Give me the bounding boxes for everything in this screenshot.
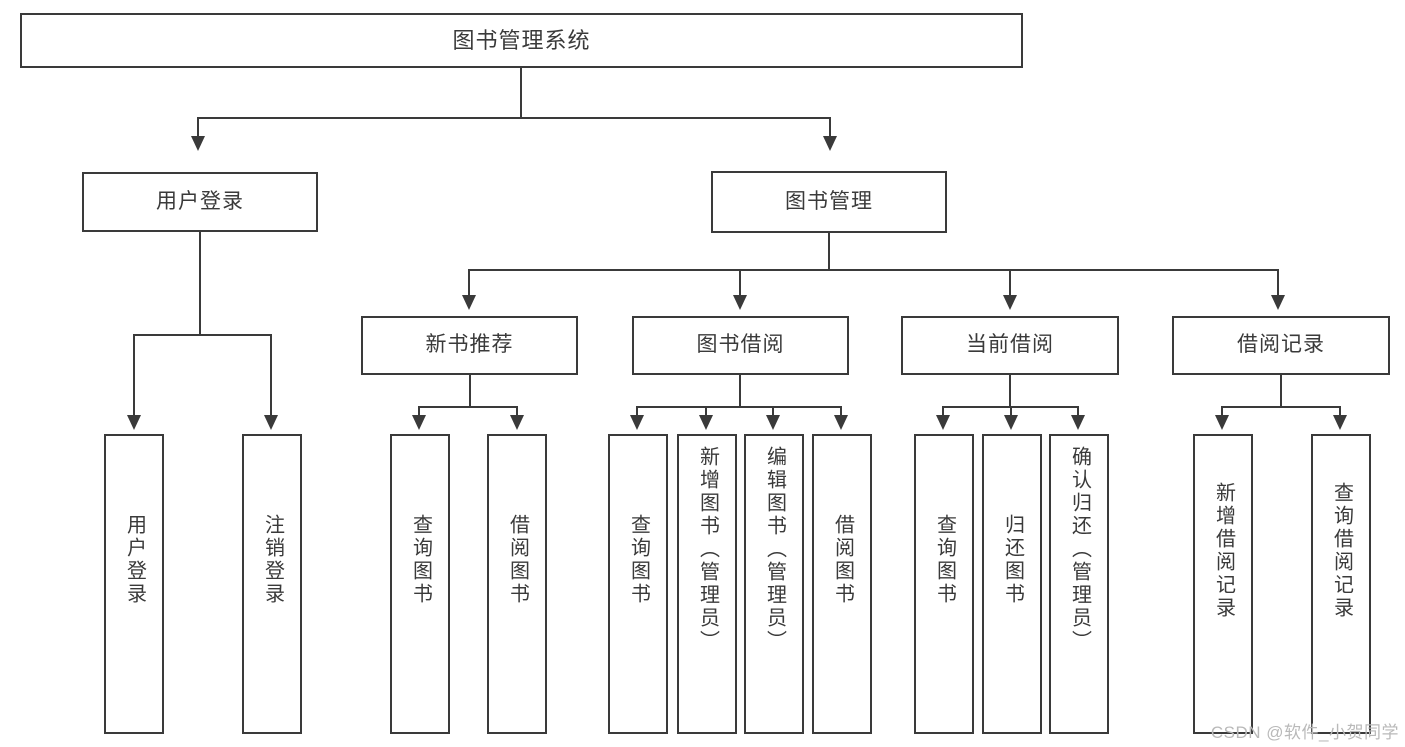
node-label: 图书管理系统 [452,27,591,53]
node-book-borrow[interactable]: 图书借阅 [632,316,849,375]
connector-root-stem [520,68,522,118]
node-label: 新增图书（管理员） [696,446,719,653]
connector-newbook-leaf1 [418,406,420,417]
connector-login-leaf2 [270,334,272,417]
node-label: 查询图书 [627,514,650,606]
leaf-add-borrow-record[interactable]: 新增借阅记录 [1193,434,1253,734]
arrow-newbook-leaf1 [412,415,426,430]
node-book-management[interactable]: 图书管理 [711,171,947,233]
arrow-root-to-bookmgmt [823,136,837,151]
arrow-bookmgmt-c2 [733,295,747,310]
arrow-root-to-login [191,136,205,151]
leaf-confirm-return-admin[interactable]: 确认归还（管理员） [1049,434,1109,734]
node-label: 借阅记录 [1237,333,1325,357]
connector-login-stem [199,232,201,335]
leaf-query-borrow-record[interactable]: 查询借阅记录 [1311,434,1371,734]
node-label: 注销登录 [261,514,284,606]
connector-bookborrow-stem [739,375,741,408]
node-root-system[interactable]: 图书管理系统 [20,13,1023,68]
connector-borrowrec-stem [1280,375,1282,408]
node-borrow-record[interactable]: 借阅记录 [1172,316,1390,375]
connector-bookmgmt-c1 [468,269,470,297]
arrow-bookborrow-leaf1 [630,415,644,430]
arrow-bookmgmt-c3 [1003,295,1017,310]
leaf-add-book-admin[interactable]: 新增图书（管理员） [677,434,737,734]
arrow-bookborrow-leaf3 [766,415,780,430]
leaf-logout[interactable]: 注销登录 [242,434,302,734]
connector-newbook-bar [418,406,518,408]
arrow-curborrow-leaf2 [1004,415,1018,430]
node-label: 用户登录 [123,514,146,606]
arrow-bookmgmt-c4 [1271,295,1285,310]
connector-bookmgmt-bar [468,269,1278,271]
arrow-login-leaf2 [264,415,278,430]
leaf-user-login[interactable]: 用户登录 [104,434,164,734]
node-label: 借阅图书 [506,514,529,606]
node-label: 图书借阅 [696,333,785,357]
node-label: 查询借阅记录 [1330,482,1353,620]
arrow-bookmgmt-c1 [462,295,476,310]
node-label: 归还图书 [1001,514,1024,606]
node-label: 当前借阅 [966,333,1054,357]
arrow-borrowrec-leaf2 [1333,415,1347,430]
node-new-book-recommend[interactable]: 新书推荐 [361,316,578,375]
node-user-login[interactable]: 用户登录 [82,172,318,232]
connector-bookborrow-leaf4 [840,406,842,417]
arrow-bookborrow-leaf4 [834,415,848,430]
leaf-return-book[interactable]: 归还图书 [982,434,1042,734]
connector-curborrow-leaf1 [942,406,944,417]
connector-borrowrec-bar [1221,406,1341,408]
arrow-borrowrec-leaf1 [1215,415,1229,430]
node-current-borrow[interactable]: 当前借阅 [901,316,1119,375]
node-label: 确认归还（管理员） [1068,446,1091,653]
leaf-borrow-book-newbook[interactable]: 借阅图书 [487,434,547,734]
leaf-query-book-borrow[interactable]: 查询图书 [608,434,668,734]
connector-curborrow-stem [1009,375,1011,408]
arrow-newbook-leaf2 [510,415,524,430]
node-label: 新增借阅记录 [1212,482,1235,620]
connector-curborrow-leaf2 [1010,406,1012,417]
connector-borrowrec-leaf1 [1221,406,1223,417]
connector-newbook-leaf2 [516,406,518,417]
node-label: 查询图书 [409,514,432,606]
node-label: 借阅图书 [831,514,854,606]
connector-bookborrow-leaf2 [705,406,707,417]
connector-bookborrow-leaf3 [772,406,774,417]
connector-newbook-stem [469,375,471,408]
connector-curborrow-leaf3 [1077,406,1079,417]
connector-root-to-bookmgmt [829,117,831,139]
connector-bookmgmt-c2 [739,269,741,297]
node-label: 编辑图书（管理员） [763,446,786,653]
connector-login-leaf1 [133,334,135,417]
connector-root-bar [197,117,831,119]
leaf-edit-book-admin[interactable]: 编辑图书（管理员） [744,434,804,734]
node-label: 新书推荐 [425,333,514,357]
connector-bookborrow-bar [636,406,842,408]
arrow-curborrow-leaf1 [936,415,950,430]
arrow-login-leaf1 [127,415,141,430]
connector-bookborrow-leaf1 [636,406,638,417]
connector-bookmgmt-c3 [1009,269,1011,297]
arrow-curborrow-leaf3 [1071,415,1085,430]
connector-borrowrec-leaf2 [1339,406,1341,417]
node-label: 图书管理 [785,189,873,213]
connector-bookmgmt-c4 [1277,269,1279,297]
connector-login-bar [133,334,272,336]
leaf-borrow-book-borrow[interactable]: 借阅图书 [812,434,872,734]
connector-root-to-login [197,117,199,139]
leaf-query-book-current[interactable]: 查询图书 [914,434,974,734]
node-label: 查询图书 [933,514,956,606]
leaf-query-book-newbook[interactable]: 查询图书 [390,434,450,734]
connector-bookmgmt-stem [828,233,830,271]
node-label: 用户登录 [156,189,244,213]
arrow-bookborrow-leaf2 [699,415,713,430]
